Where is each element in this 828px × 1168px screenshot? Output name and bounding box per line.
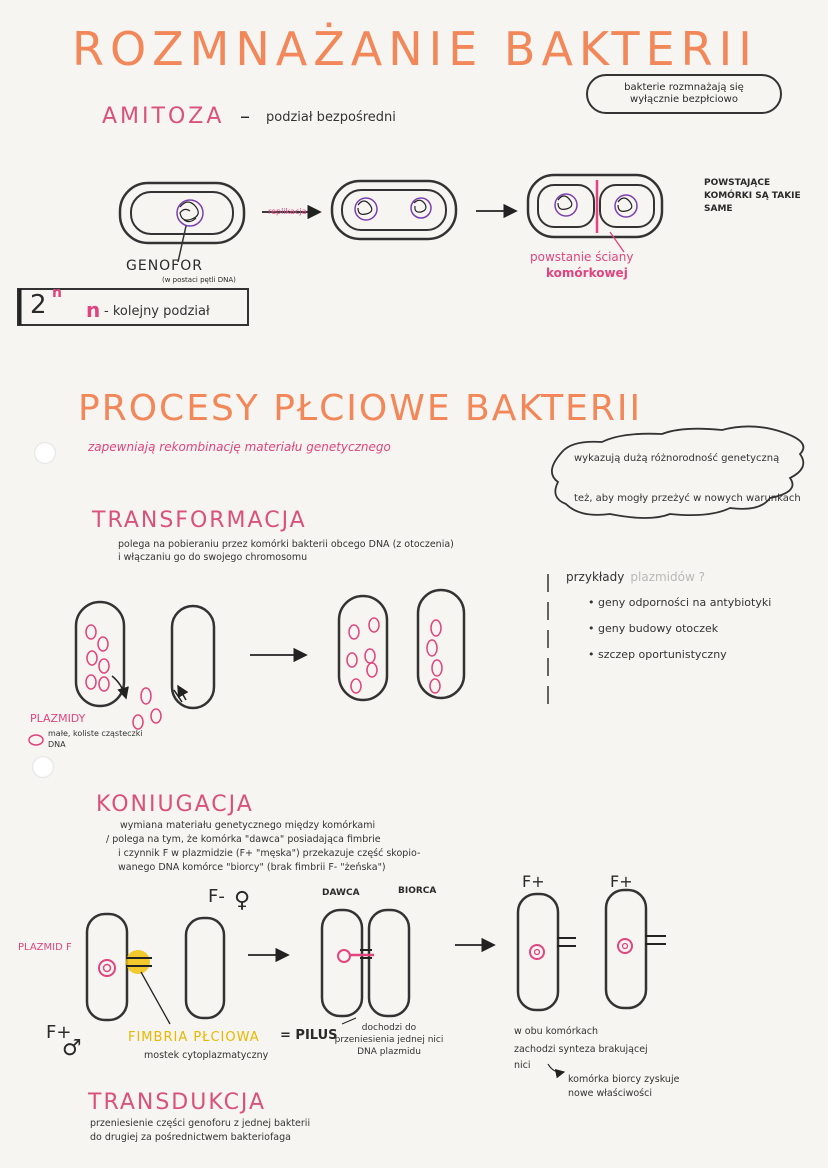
genofor-label: GENOFOR <box>126 258 203 274</box>
transformacja-title: TRANSFORMACJA <box>92 508 307 533</box>
formula-box <box>17 288 249 326</box>
koniugacja-desc-3: i czynnik F w plazmidzie (F+ "męska") pr… <box>118 848 421 859</box>
pilus-desc: dochodzi do przeniesienia jednej nici DN… <box>334 1023 444 1057</box>
amitoza-desc: podział bezpośredni <box>266 110 396 125</box>
dawca-label: DAWCA <box>322 888 360 898</box>
bullet-survive: też, aby mogły przeżyć w nowych warunkac… <box>574 492 804 505</box>
bacterium-cell-2 <box>330 179 458 241</box>
przyklady-item-1: • geny odporności na antybiotyki <box>588 596 772 609</box>
koniugacja-cell-fminus <box>184 916 226 1020</box>
fplus-result-2: F+ <box>610 872 633 891</box>
page-title-rozmnazanie: ROZMNAŻANIE BAKTERII <box>72 22 758 76</box>
fplus-result-1: F+ <box>522 872 545 891</box>
transformacja-cell-3 <box>337 594 389 702</box>
powstajace-label: POWSTAJĄCE KOMÓRKI SĄ TAKIE SAME <box>704 178 801 214</box>
replikacja-label: replikacja <box>268 207 307 216</box>
formula-desc: - kolejny podział <box>104 304 210 319</box>
koniugacja-desc-2: / polega na tym, że komórka "dawca" posi… <box>106 834 381 845</box>
amitoza-dash: – <box>240 104 250 128</box>
koniugacja-cell-left <box>85 912 171 1025</box>
bullet-diversity-text: wykazują dużą różnorodność genetyczną <box>574 453 780 464</box>
bacterium-cell-3 <box>526 173 664 253</box>
male-symbol: ♂ <box>62 1036 82 1061</box>
transformacja-desc: polega na pobieraniu przez komórki bakte… <box>118 539 454 563</box>
cloud-text: bakterie rozmnażają się wyłącznie bezpłc… <box>586 74 782 114</box>
transformacja-cell-1 <box>74 600 129 708</box>
mostek-label: mostek cytoplazmatyczny <box>144 1050 269 1061</box>
amitoza-label: AMITOZA <box>102 104 225 129</box>
genofor-icon <box>176 199 204 227</box>
przyklady-item-2: • geny budowy otoczek <box>588 622 719 635</box>
plazmidy-desc: małe, koliste cząsteczki DNA <box>48 729 143 749</box>
plazmidy-label: PLAZMIDY <box>30 712 86 725</box>
synteza-line2: zachodzi synteza brakującej <box>514 1044 648 1055</box>
koniugacja-result-cell-1 <box>516 892 576 1012</box>
punch-hole-2 <box>32 756 54 778</box>
koniugacja-title: KONIUGACJA <box>96 792 254 817</box>
przyklady-item-3: • szczep oportunistyczny <box>588 648 727 661</box>
synteza-line4: komórka biorcy zyskuje <box>568 1074 680 1085</box>
sciana-line2: komórkowej <box>546 266 628 280</box>
biorca-label: BIORCA <box>398 886 437 896</box>
koniugacja-desc-1: wymiana materiału genetycznego między ko… <box>120 820 376 831</box>
koniugacja-result-cell-2 <box>604 888 666 1010</box>
free-plasmids <box>132 687 162 730</box>
fimbria-label: FIMBRIA PŁCIOWA <box>128 1030 260 1045</box>
sciana-line1: powstanie ściany <box>530 250 634 264</box>
transdukcja-desc-2: do drugiej za pośrednictwem bakteriofaga <box>90 1132 291 1143</box>
transdukcja-title: TRANSDUKCJA <box>88 1090 267 1115</box>
bullet-survive-text: też, aby mogły przeżyć w nowych warunkac… <box>574 493 801 504</box>
fminus-label: F- <box>208 886 225 907</box>
plasmid-legend-icon <box>28 734 44 746</box>
transdukcja-desc-1: przeniesienie części genoforu z jednej b… <box>90 1118 311 1129</box>
transformacja-cell-4 <box>416 588 466 700</box>
bacterium-cell-1 <box>118 181 246 263</box>
punch-hole-1 <box>34 442 56 464</box>
bullet-diversity: wykazują dużą różnorodność genetyczną <box>574 452 814 465</box>
page-title-procesy: PROCESY PŁCIOWE BAKTERII <box>78 388 643 429</box>
formula-n: n <box>86 298 101 322</box>
cloud-rozmnazanie: bakterie rozmnażają się wyłącznie bezpłc… <box>586 74 782 114</box>
formula-exponent: n <box>52 285 62 301</box>
transformacja-cell-2 <box>170 604 216 710</box>
formula-base: 2 <box>30 290 47 320</box>
koniugacja-desc-4: wanego DNA komórce "biorcy" (brak fimbri… <box>118 862 386 873</box>
female-symbol: ♀ <box>234 888 251 913</box>
koniugacja-cells-joined <box>320 908 411 1025</box>
genofor-sub: (w postaci pętli DNA) <box>162 276 236 284</box>
przyklady-text: przykłady <box>566 570 625 584</box>
synteza-line3: nici <box>514 1060 531 1071</box>
przyklady-faded: plazmidów ? <box>630 570 705 584</box>
fplus-left-label: F+ <box>46 1022 72 1043</box>
procesy-subtitle: zapewniają rekombinację materiału genety… <box>88 440 391 454</box>
synteza-line1: w obu komórkach <box>514 1026 599 1037</box>
przyklady-label: przykłady plazmidów ? <box>566 570 705 584</box>
synteza-line5: nowe właściwości <box>568 1088 652 1099</box>
plazmid-f-label: PLAZMID F <box>18 942 72 953</box>
pilus-label: = PILUS <box>280 1028 338 1043</box>
cloud-bullets-outline <box>551 425 805 519</box>
arrow-synteza <box>547 1063 566 1079</box>
